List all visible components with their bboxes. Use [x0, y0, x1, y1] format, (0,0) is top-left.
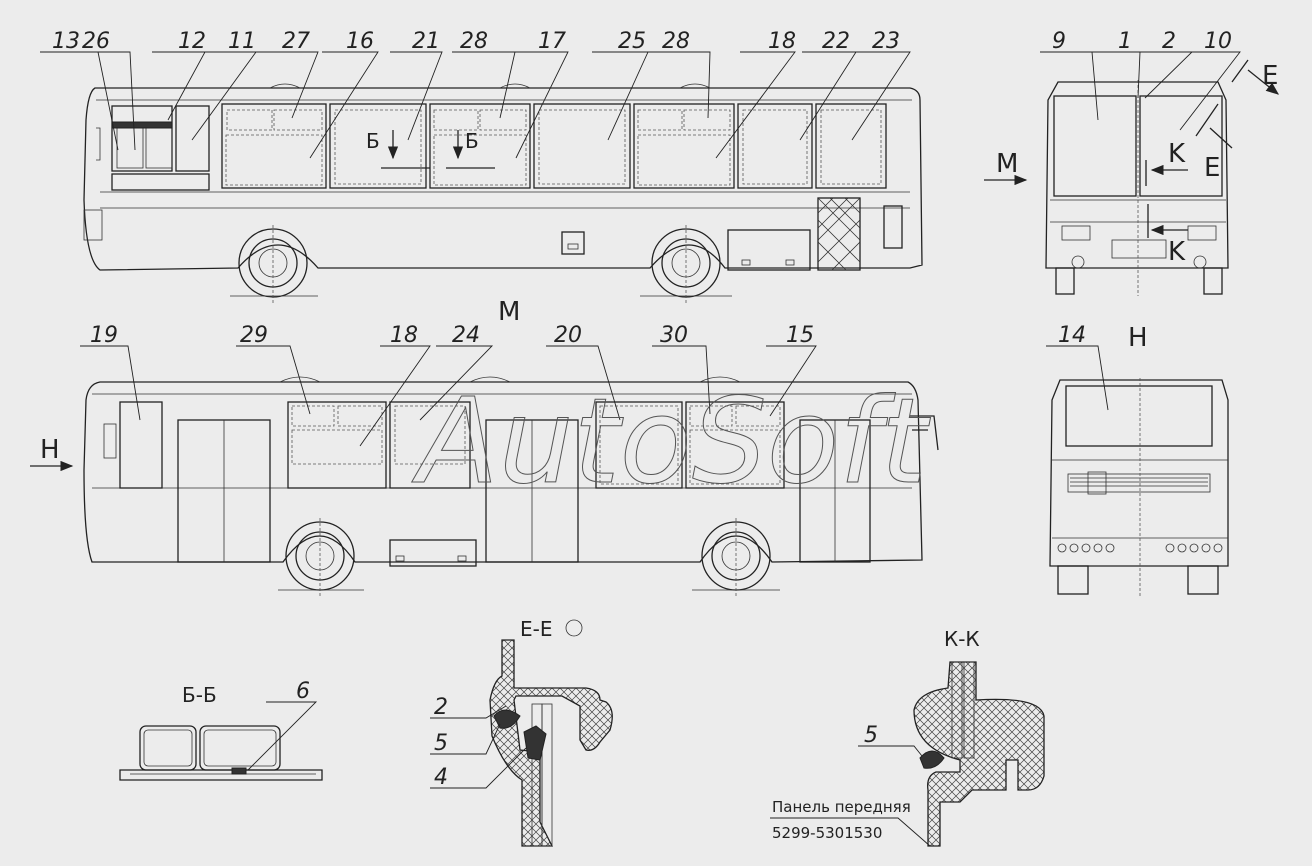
rear-view: Н 14 [1046, 323, 1229, 596]
callout-29: 29 [240, 323, 268, 348]
side-view-bottom: М [30, 297, 939, 598]
callout-21: 21 [412, 29, 440, 54]
section-mark-k1: K [1168, 139, 1186, 169]
callout-22: 22 [822, 29, 850, 54]
section-mark-e2: E [1204, 153, 1220, 183]
callout-4-ee: 4 [434, 765, 448, 790]
callout-25: 25 [618, 29, 646, 54]
watermark-text: AutoSoft [411, 372, 931, 510]
section-kk-title: К-К [944, 627, 980, 651]
panel-note-name: Панель передняя [772, 798, 911, 816]
section-kk: К-К 5 Панель передняя 5299-5301530 [770, 627, 1045, 847]
panel-note-number: 5299-5301530 [772, 824, 882, 842]
callout-2-ee: 2 [434, 695, 448, 720]
callout-10: 10 [1204, 29, 1232, 54]
callout-28b: 28 [662, 29, 690, 54]
callout-6: 6 [296, 679, 310, 704]
direction-label-h: Н [40, 435, 60, 465]
callout-19: 19 [90, 323, 118, 348]
section-mark-b1: Б [366, 129, 380, 153]
section-mark-b2: Б [465, 129, 479, 153]
callout-16: 16 [346, 29, 374, 54]
section-bb: Б-Б 6 [119, 679, 323, 781]
callout-9: 9 [1052, 29, 1066, 54]
callout-11: 11 [228, 29, 256, 54]
callout-26: 26 [82, 29, 110, 54]
front-view: М E E K K 9 1 2 10 [984, 29, 1280, 296]
callout-2: 2 [1162, 29, 1176, 54]
direction-label-m: М [996, 149, 1018, 179]
callout-28a: 28 [460, 29, 488, 54]
section-mark-k2: K [1168, 237, 1186, 267]
callout-5-ee: 5 [434, 731, 448, 756]
callout-14: 14 [1058, 323, 1086, 348]
callout-23: 23 [872, 29, 900, 54]
callout-1: 1 [1118, 29, 1132, 54]
rear-lights [1057, 543, 1223, 553]
callout-18a: 18 [768, 29, 796, 54]
callout-30: 30 [660, 323, 688, 348]
section-ee-title: Е-Е [520, 617, 553, 641]
callout-24: 24 [452, 323, 480, 348]
callout-13: 13 [52, 29, 80, 54]
section-bb-title: Б-Б [182, 683, 217, 707]
view-title-h: Н [1128, 323, 1148, 353]
callout-18b: 18 [390, 323, 418, 348]
side-view-top: Б Б 13 [40, 29, 923, 305]
callout-17: 17 [538, 29, 566, 54]
callout-12: 12 [178, 29, 206, 54]
callout-5-kk: 5 [864, 723, 878, 748]
section-mark-e1: E [1262, 61, 1278, 91]
callout-27: 27 [282, 29, 310, 54]
section-ee: Е-Е 2 5 4 [430, 617, 613, 847]
callout-15: 15 [786, 323, 814, 348]
view-title-m: М [498, 297, 520, 327]
callout-20: 20 [554, 323, 582, 348]
